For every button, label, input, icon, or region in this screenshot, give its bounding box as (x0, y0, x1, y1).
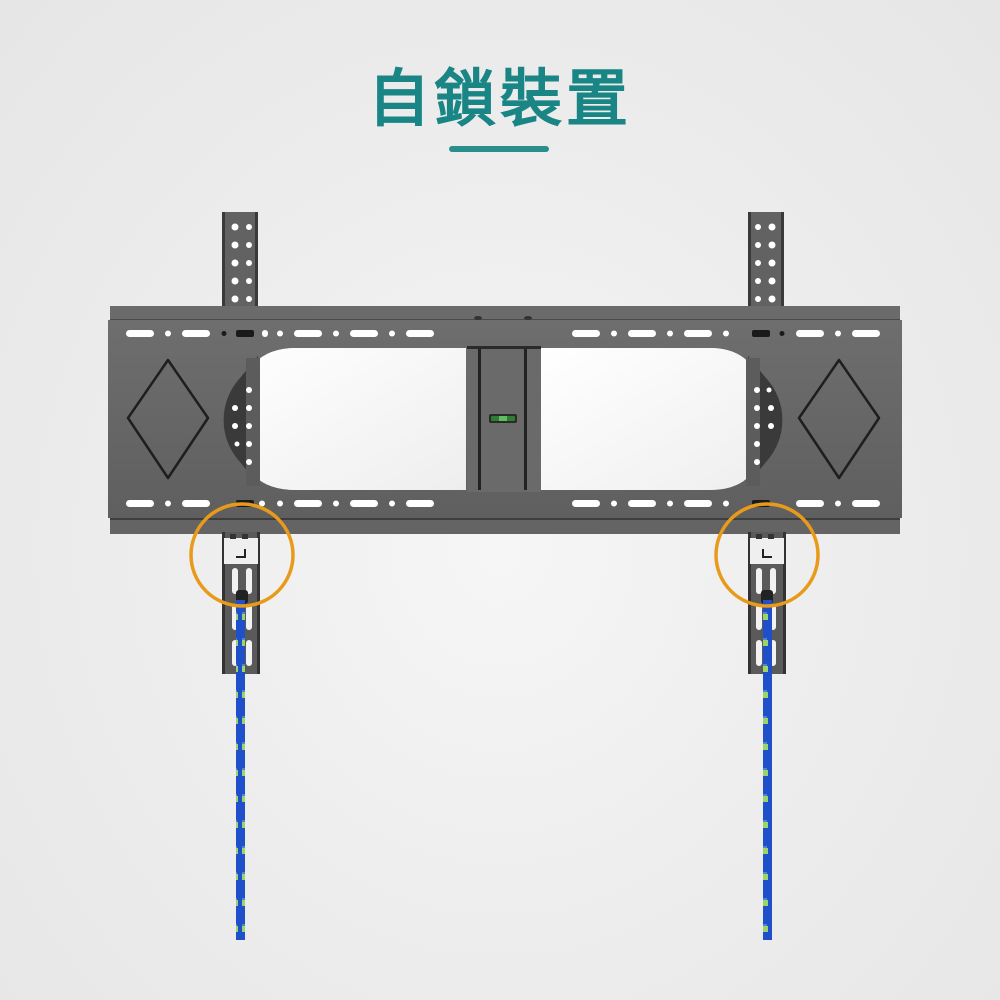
left-safety-cord (236, 600, 245, 940)
right-self-lock-highlight-circle (714, 502, 820, 608)
top-slot-dark-marks (221, 330, 785, 337)
left-arm-through-opening (223, 356, 260, 486)
screw-icon (524, 316, 532, 320)
right-safety-cord (763, 600, 772, 940)
center-channel (467, 346, 541, 492)
bottom-slot-row (126, 500, 880, 507)
screw-icon (474, 316, 482, 320)
title-underline-divider (449, 146, 549, 152)
left-opening (225, 348, 466, 490)
top-slot-row (126, 330, 880, 337)
right-diamond-cutout (797, 358, 881, 480)
page-title: 自鎖裝置 (367, 62, 632, 135)
left-diamond-cutout (126, 358, 210, 480)
left-self-lock-highlight-circle (189, 502, 295, 608)
bubble-level-icon (489, 414, 517, 423)
right-opening (541, 348, 779, 490)
right-arm-through-opening (746, 356, 783, 486)
